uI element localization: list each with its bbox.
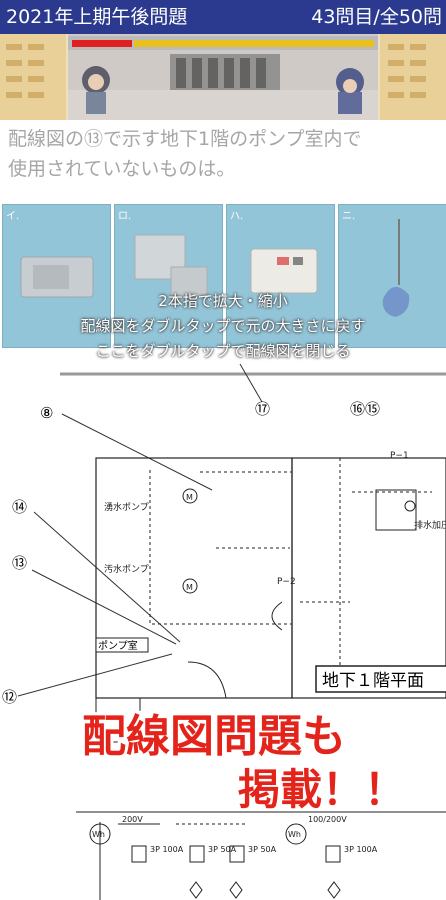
player-character	[82, 66, 110, 114]
float-switch-icon	[382, 219, 410, 317]
promo-line-1: 配線図問題も	[82, 711, 346, 762]
choice-images: イ. ロ. ハ. ニ.	[0, 204, 446, 348]
wiring-diagram-svg: ⑰ ⑯⑮ ⑧ ⑭ ⑬ ⑫ 湧水ポンプ 汚水ポンプ	[2, 363, 446, 900]
callout-8: ⑧	[40, 404, 53, 422]
choice-ha[interactable]: ハ.	[226, 204, 335, 348]
enemy-character	[336, 68, 364, 114]
choice-label: イ.	[6, 211, 20, 222]
callout-16-15: ⑯⑮	[350, 400, 380, 418]
choice-label: ハ.	[230, 211, 244, 222]
player-hp-bar	[72, 40, 132, 47]
zoom-hint-overlay	[0, 126, 446, 362]
pressure-label: 排水加圧	[414, 519, 446, 531]
pump2-label: 汚水ポンプ	[104, 563, 149, 575]
breaker-3p50a-2: 3P 50A	[248, 845, 277, 854]
callout-17: ⑰	[255, 400, 270, 418]
p2-label: P−2	[277, 577, 296, 587]
battle-scene	[0, 34, 446, 120]
wh-meter-2: Wh	[288, 830, 301, 839]
pump1-label: 湧水ポンプ	[104, 501, 149, 513]
voltage-200: 200V	[122, 815, 143, 824]
callout-14: ⑭	[12, 498, 27, 516]
app-header: 2021年上期午後問題 43問目/全50問	[0, 0, 446, 34]
question-counter: 43問目/全50問	[311, 6, 442, 28]
svg-text:M: M	[186, 493, 193, 502]
switch-box-icon	[250, 248, 318, 294]
breaker-3p100a-2: 3P 100A	[344, 845, 378, 854]
choice-label: ニ.	[342, 211, 356, 222]
choice-i[interactable]: イ.	[2, 204, 111, 348]
metal-box-icon	[134, 234, 208, 298]
enemy-hp-bar	[134, 40, 374, 47]
pump-room-label: ポンプ室	[98, 639, 138, 652]
question-line-2: 使用されていないものは。	[8, 158, 236, 180]
hint-double-tap-close[interactable]: ここをダブルタップで配線図を閉じる	[95, 342, 351, 360]
callout-12: ⑫	[2, 688, 17, 706]
callout-13: ⑬	[12, 554, 27, 572]
wiring-diagram[interactable]: ⑰ ⑯⑮ ⑧ ⑭ ⑬ ⑫ 湧水ポンプ 汚水ポンプ	[0, 362, 446, 900]
outlet-box-icon	[20, 256, 94, 298]
wh-meter-1: Wh	[92, 830, 105, 839]
breaker-3p100a: 3P 100A	[150, 845, 184, 854]
promo-line-2: 掲載！！	[238, 765, 407, 814]
question-text: 配線図の⑬で示す地下1階のポンプ室内で 使用されていないものは。	[8, 124, 438, 184]
breaker-3p50a-1: 3P 50A	[208, 845, 237, 854]
battle-scene-art	[0, 34, 446, 120]
choice-label: ロ.	[118, 211, 132, 222]
exam-title: 2021年上期午後問題	[6, 6, 188, 28]
floor-plan-label: 地下１階平面	[322, 671, 424, 691]
choice-ro[interactable]: ロ.	[114, 204, 223, 348]
p1-label: P−1	[390, 451, 409, 461]
voltage-100-200: 100/200V	[308, 815, 347, 824]
question-line-1: 配線図の⑬で示す地下1階のポンプ室内で	[8, 128, 362, 150]
choice-ni[interactable]: ニ.	[338, 204, 446, 348]
hint-double-tap-reset: 配線図をダブルタップで元の大きさに戻す	[80, 317, 366, 335]
hint-pinch-zoom: 2本指で拡大・縮小	[158, 292, 288, 310]
svg-text:M: M	[186, 583, 193, 592]
